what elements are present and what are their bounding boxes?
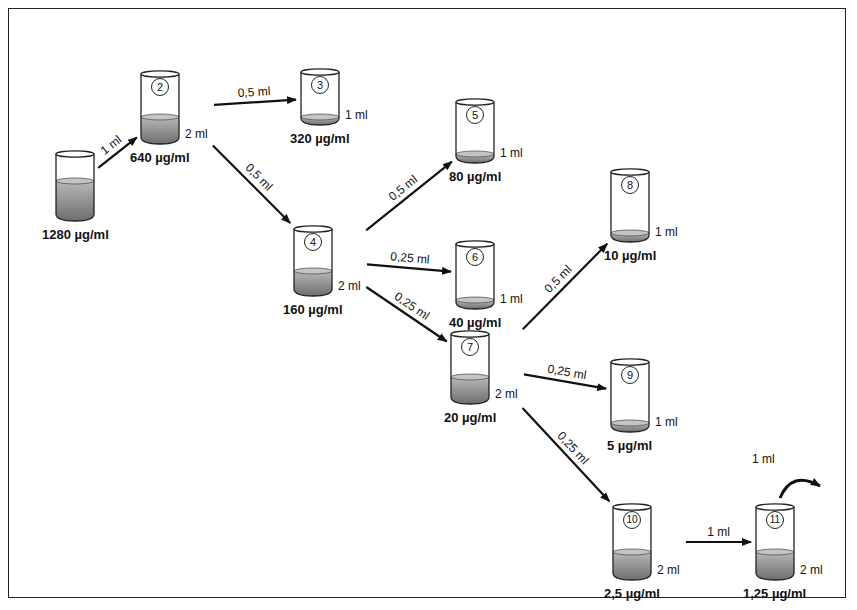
concentration-label: 640 µg/ml <box>130 150 190 165</box>
volume-label: 1 ml <box>655 415 678 429</box>
tube-number: 2 <box>152 79 168 95</box>
test-tube-node: 112 ml1,25 µg/ml <box>755 503 825 581</box>
tube-number: 8 <box>622 177 638 193</box>
concentration-label: 160 µg/ml <box>283 302 343 317</box>
tube-number: 5 <box>467 107 483 123</box>
transfer-arrow <box>523 408 610 501</box>
tube-number: 4 <box>305 234 321 250</box>
test-tube-node: 22 ml640 µg/ml <box>140 70 210 145</box>
tube-number: 10 <box>624 512 640 528</box>
volume-label: 1 ml <box>500 146 523 160</box>
volume-label: 2 ml <box>657 563 680 577</box>
transfer-arrow <box>523 244 607 329</box>
volume-label: 2 ml <box>800 563 823 577</box>
concentration-label: 2,5 µg/ml <box>604 586 660 601</box>
transfer-arrow <box>366 162 452 231</box>
test-tube-node: 102 ml2,5 µg/ml <box>612 503 682 581</box>
transfer-arrow <box>367 264 451 271</box>
tube-number: 9 <box>622 367 638 383</box>
transfer-arrow <box>213 145 290 223</box>
volume-label: 1 ml <box>345 108 368 122</box>
transfer-volume: 0,5 ml <box>241 159 277 195</box>
transfer-arrow <box>214 100 296 105</box>
concentration-label: 80 µg/ml <box>449 169 501 184</box>
transfer-arrow <box>366 287 446 342</box>
tube-number: 3 <box>312 77 328 93</box>
test-tube <box>300 68 340 126</box>
volume-label: 2 ml <box>495 387 518 401</box>
transfer-volume: 0,25 ml <box>388 249 432 267</box>
volume-label: 1 ml <box>655 225 678 239</box>
transfer-volume: 1 ml <box>97 131 127 158</box>
transfer-volume: 0,5 ml <box>236 84 274 100</box>
concentration-label: 5 µg/ml <box>607 438 652 453</box>
tube-number: 7 <box>462 339 478 355</box>
test-tube-node: 51 ml80 µg/ml <box>455 98 525 164</box>
transfer-volume: 1 ml <box>705 525 732 539</box>
concentration-label: 320 µg/ml <box>290 131 350 146</box>
transfer-arrow <box>686 541 751 543</box>
concentration-label: 1280 µg/ml <box>42 227 109 242</box>
pour-volume-label: 1 ml <box>752 452 775 466</box>
pour-out-arrow <box>780 480 820 498</box>
test-tube <box>455 98 495 164</box>
test-tube-node: 81 ml10 µg/ml <box>610 168 680 243</box>
test-tube-node: 91 ml5 µg/ml <box>610 358 680 433</box>
tube-number: 6 <box>467 249 483 265</box>
test-tube-node: 42 ml160 µg/ml <box>293 225 363 297</box>
test-tube-node: 72 ml20 µg/ml <box>450 330 520 405</box>
volume-label: 2 ml <box>185 127 208 141</box>
test-tube-node: 61 ml40 µg/ml <box>455 240 525 310</box>
test-tube <box>455 240 495 310</box>
test-tube <box>55 150 95 222</box>
frame-border <box>8 8 846 598</box>
concentration-label: 20 µg/ml <box>444 410 496 425</box>
concentration-label: 10 µg/ml <box>604 248 656 263</box>
tube-number: 11 <box>767 512 783 528</box>
concentration-label: 40 µg/ml <box>449 315 501 330</box>
concentration-label: 1,25 µg/ml <box>743 586 806 601</box>
transfer-volume: 0,5 ml <box>540 261 576 297</box>
test-tube-node: 1280 µg/ml <box>55 150 95 222</box>
volume-label: 2 ml <box>338 279 361 293</box>
test-tube <box>293 225 333 297</box>
test-tube-node: 31 ml320 µg/ml <box>300 68 370 126</box>
volume-label: 1 ml <box>500 292 523 306</box>
